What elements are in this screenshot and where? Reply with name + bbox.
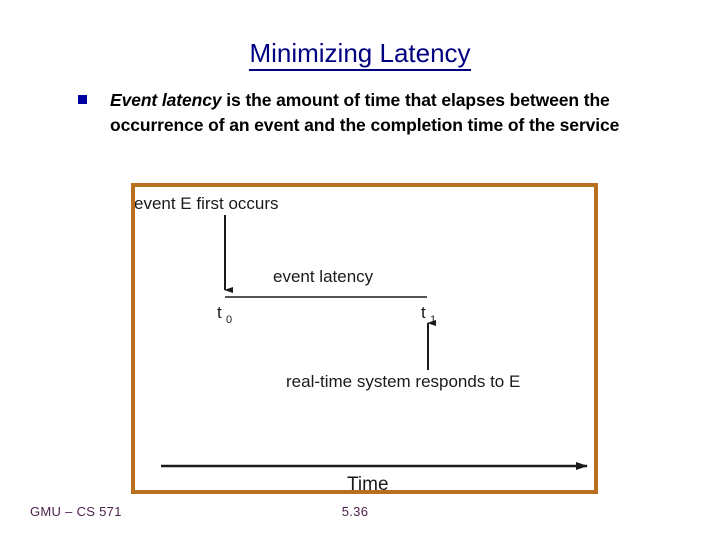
bullet-item-text: Event latency is the amount of time that…	[110, 88, 638, 137]
bullet-body-text: is the amount of time that elapses betwe…	[110, 90, 620, 135]
footer-course-label: GMU – CS 571	[30, 504, 122, 519]
label-time-axis: Time	[347, 474, 389, 495]
label-t1-subscript: 1	[430, 314, 436, 326]
latency-diagram: event E first occurs event latency t 0 t…	[131, 183, 598, 495]
label-response: real-time system responds to E	[286, 372, 520, 391]
label-t0: t	[217, 303, 222, 322]
footer-page-number: 5.36	[341, 504, 369, 519]
latency-diagram-svg: event E first occurs event latency t 0 t…	[135, 194, 588, 495]
square-bullet-icon	[78, 95, 87, 104]
label-event-latency: event latency	[273, 267, 374, 286]
label-event-occurs: event E first occurs	[135, 194, 279, 213]
bullet-item: Event latency is the amount of time that…	[78, 88, 638, 137]
label-t0-subscript: 0	[226, 314, 232, 326]
page-title: Minimizing Latency	[0, 38, 720, 71]
label-t1: t	[421, 303, 426, 322]
bullet-emphasis-term: Event latency	[110, 90, 222, 110]
page-title-text: Minimizing Latency	[249, 38, 471, 71]
